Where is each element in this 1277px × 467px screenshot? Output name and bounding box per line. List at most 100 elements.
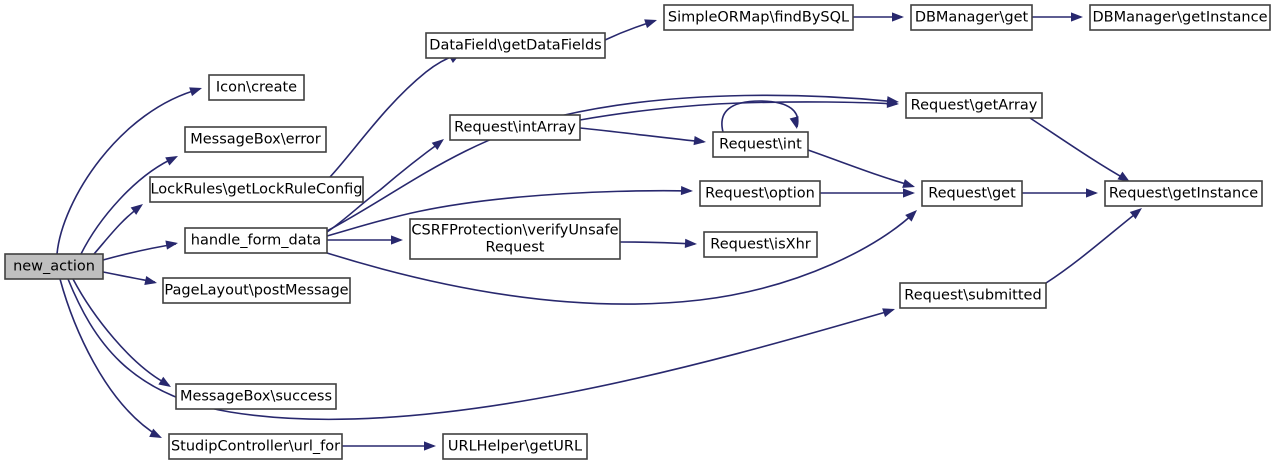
call-edge-handle_form_data-to-request_option <box>326 189 692 237</box>
node-label: Request\submitted <box>904 288 1041 304</box>
node-box[interactable] <box>905 92 1043 119</box>
call-edge-request_int-to-request_get <box>807 149 914 187</box>
call-edge-new_action-to-messagebox_error <box>80 156 177 255</box>
graph-node-lockrules_config[interactable]: LockRules\getLockRuleConfig <box>149 176 364 203</box>
arrowhead-icon <box>693 135 706 146</box>
node-box[interactable] <box>449 114 581 141</box>
graph-node-datafield_fields[interactable]: DataField\getDataFields <box>425 32 606 59</box>
graph-node-handle_form_data[interactable]: handle_form_data <box>184 227 328 254</box>
call-edge-lockrules_config-to-datafield_fields <box>329 53 459 178</box>
node-box[interactable] <box>168 433 343 460</box>
call-edge-handle_form_data-to-request_get <box>326 211 916 305</box>
arrowhead-icon <box>431 139 444 151</box>
arrowhead-icon <box>886 98 899 108</box>
node-label: Request\getArray <box>911 98 1038 114</box>
graph-node-request_option[interactable]: Request\option <box>699 180 821 207</box>
graph-node-dbmanager_inst[interactable]: DBManager\getInstance <box>1089 4 1271 31</box>
node-label: Request\isXhr <box>710 237 810 253</box>
arrowhead-icon <box>882 308 895 318</box>
arrowhead-icon <box>424 441 436 451</box>
node-box[interactable] <box>184 126 327 153</box>
call-edge-request_intarray-to-request_int <box>579 127 705 143</box>
node-label: StudipController\url_for <box>171 439 340 455</box>
arrowhead-icon <box>789 116 799 129</box>
call-edge-csrf_verify-to-request_isxhr <box>619 241 696 245</box>
arrowhead-icon <box>680 185 693 196</box>
graph-node-pagelayout_post[interactable]: PageLayout\postMessage <box>162 277 351 304</box>
graph-node-request_getinst[interactable]: Request\getInstance <box>1104 180 1263 207</box>
call-edge-request_getarray-to-request_getinst <box>1029 117 1128 181</box>
node-label: Icon\create <box>216 80 297 96</box>
graph-node-request_int[interactable]: Request\int <box>712 131 809 158</box>
arrowhead-icon <box>1071 12 1083 22</box>
node-label: SimpleORMap\findBySQL <box>668 10 849 26</box>
arrowhead-icon <box>902 179 915 188</box>
call-edge-new_action-to-icon_create <box>56 88 201 255</box>
graph-node-studip_url_for[interactable]: StudipController\url_for <box>168 433 343 460</box>
node-label: PageLayout\postMessage <box>164 283 348 299</box>
graph-node-request_isxhr[interactable]: Request\isXhr <box>703 231 818 258</box>
node-box[interactable] <box>910 4 1033 31</box>
node-box[interactable] <box>899 282 1047 309</box>
node-box[interactable] <box>663 4 854 31</box>
node-box[interactable] <box>442 433 588 460</box>
call-edge-new_action-to-messagebox_success <box>72 278 170 386</box>
call-edge-new_action-to-lockrules_config <box>93 205 142 255</box>
arrowhead-icon <box>684 238 697 248</box>
graph-node-urlhelper_geturl[interactable]: URLHelper\getURL <box>442 433 588 460</box>
node-box[interactable] <box>149 176 364 203</box>
node-box[interactable] <box>699 180 821 207</box>
graph-node-messagebox_error[interactable]: MessageBox\error <box>184 126 327 153</box>
node-box[interactable] <box>175 383 337 410</box>
arrowhead-icon <box>892 12 904 22</box>
node-label: Request\int <box>719 137 802 153</box>
arrowhead-icon <box>391 235 403 245</box>
graph-node-new_action[interactable]: new_action <box>4 253 104 280</box>
node-box[interactable] <box>162 277 351 304</box>
node-box[interactable] <box>1089 4 1271 31</box>
call-edge-handle_form_data-to-request_intarray <box>326 140 443 233</box>
node-box[interactable] <box>1104 180 1263 207</box>
node-box[interactable] <box>425 32 606 59</box>
node-label: MessageBox\error <box>190 132 321 148</box>
node-box[interactable] <box>184 227 328 254</box>
call-edge-new_action-to-request_submitted <box>67 278 894 421</box>
graph-node-icon_create[interactable]: Icon\create <box>208 74 305 101</box>
node-label: new_action <box>13 259 95 275</box>
node-box[interactable] <box>703 231 818 258</box>
call-edge-new_action-to-studip_url_for <box>59 278 161 438</box>
call-edge-new_action-to-handle_form_data <box>102 243 177 261</box>
graph-node-request_intarray[interactable]: Request\intArray <box>449 114 581 141</box>
graph-node-request_submitted[interactable]: Request\submitted <box>899 282 1047 309</box>
graph-node-request_get[interactable]: Request\get <box>921 180 1023 207</box>
graph-node-simpleormap_find[interactable]: SimpleORMap\findBySQL <box>663 4 854 31</box>
node-label: Request\option <box>705 186 815 202</box>
node-box[interactable] <box>921 180 1023 207</box>
graph-node-request_getarray[interactable]: Request\getArray <box>905 92 1043 119</box>
node-label: Request\get <box>928 186 1016 202</box>
node-box[interactable] <box>4 253 104 280</box>
graph-node-messagebox_success[interactable]: MessageBox\success <box>175 383 337 410</box>
arrowhead-icon <box>165 156 178 166</box>
node-label: DBManager\get <box>915 10 1029 26</box>
node-box[interactable] <box>712 131 809 158</box>
arrowhead-icon <box>144 276 157 286</box>
call-edge-request_submitted-to-request_getinst <box>1045 210 1140 284</box>
node-box[interactable] <box>208 74 305 101</box>
arrowhead-icon <box>189 87 202 97</box>
arrowhead-icon <box>644 19 657 29</box>
node-label: DBManager\getInstance <box>1092 10 1267 26</box>
call-edge-request_int-to-request_int <box>721 100 799 133</box>
call-edge-request_intarray-to-request_getarray <box>579 101 898 121</box>
node-label: Request\getInstance <box>1109 186 1258 202</box>
node-box[interactable] <box>409 218 621 260</box>
arrowhead-icon <box>158 376 171 387</box>
node-label: Request <box>486 240 545 256</box>
node-label: MessageBox\success <box>180 389 332 405</box>
arrowhead-icon <box>130 204 143 215</box>
node-label: handle_form_data <box>191 233 321 249</box>
graph-node-dbmanager_get[interactable]: DBManager\get <box>910 4 1033 31</box>
